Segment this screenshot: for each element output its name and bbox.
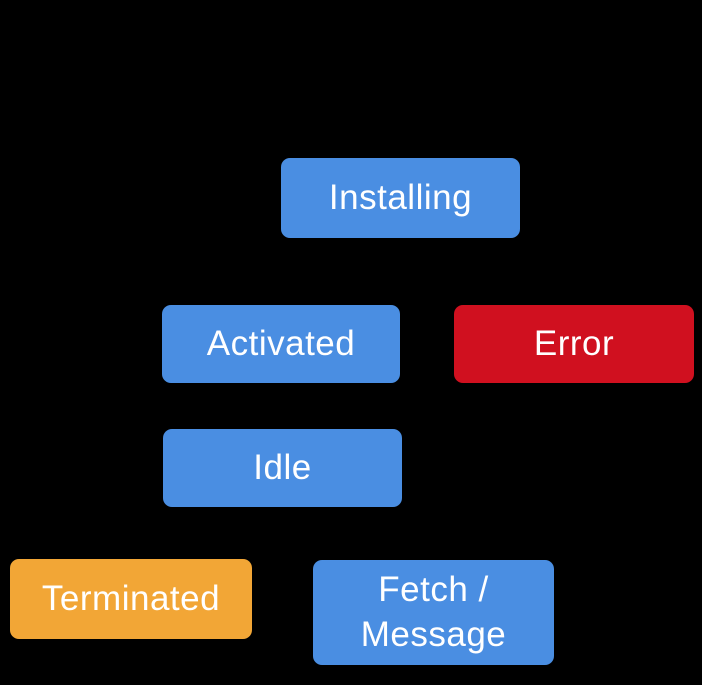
- node-installing: Installing: [281, 158, 520, 238]
- node-fetch-message: Fetch / Message: [313, 560, 554, 665]
- node-idle-label: Idle: [253, 447, 312, 487]
- node-error: Error: [454, 305, 694, 383]
- node-terminated: Terminated: [10, 559, 252, 639]
- node-error-label: Error: [533, 323, 615, 363]
- node-terminated-label: Terminated: [41, 578, 221, 618]
- node-activated: Activated: [162, 305, 400, 383]
- node-activated-label: Activated: [206, 323, 356, 363]
- node-idle: Idle: [163, 429, 402, 507]
- node-fetch-message-label: Fetch / Message: [360, 569, 507, 654]
- node-installing-label: Installing: [328, 177, 473, 217]
